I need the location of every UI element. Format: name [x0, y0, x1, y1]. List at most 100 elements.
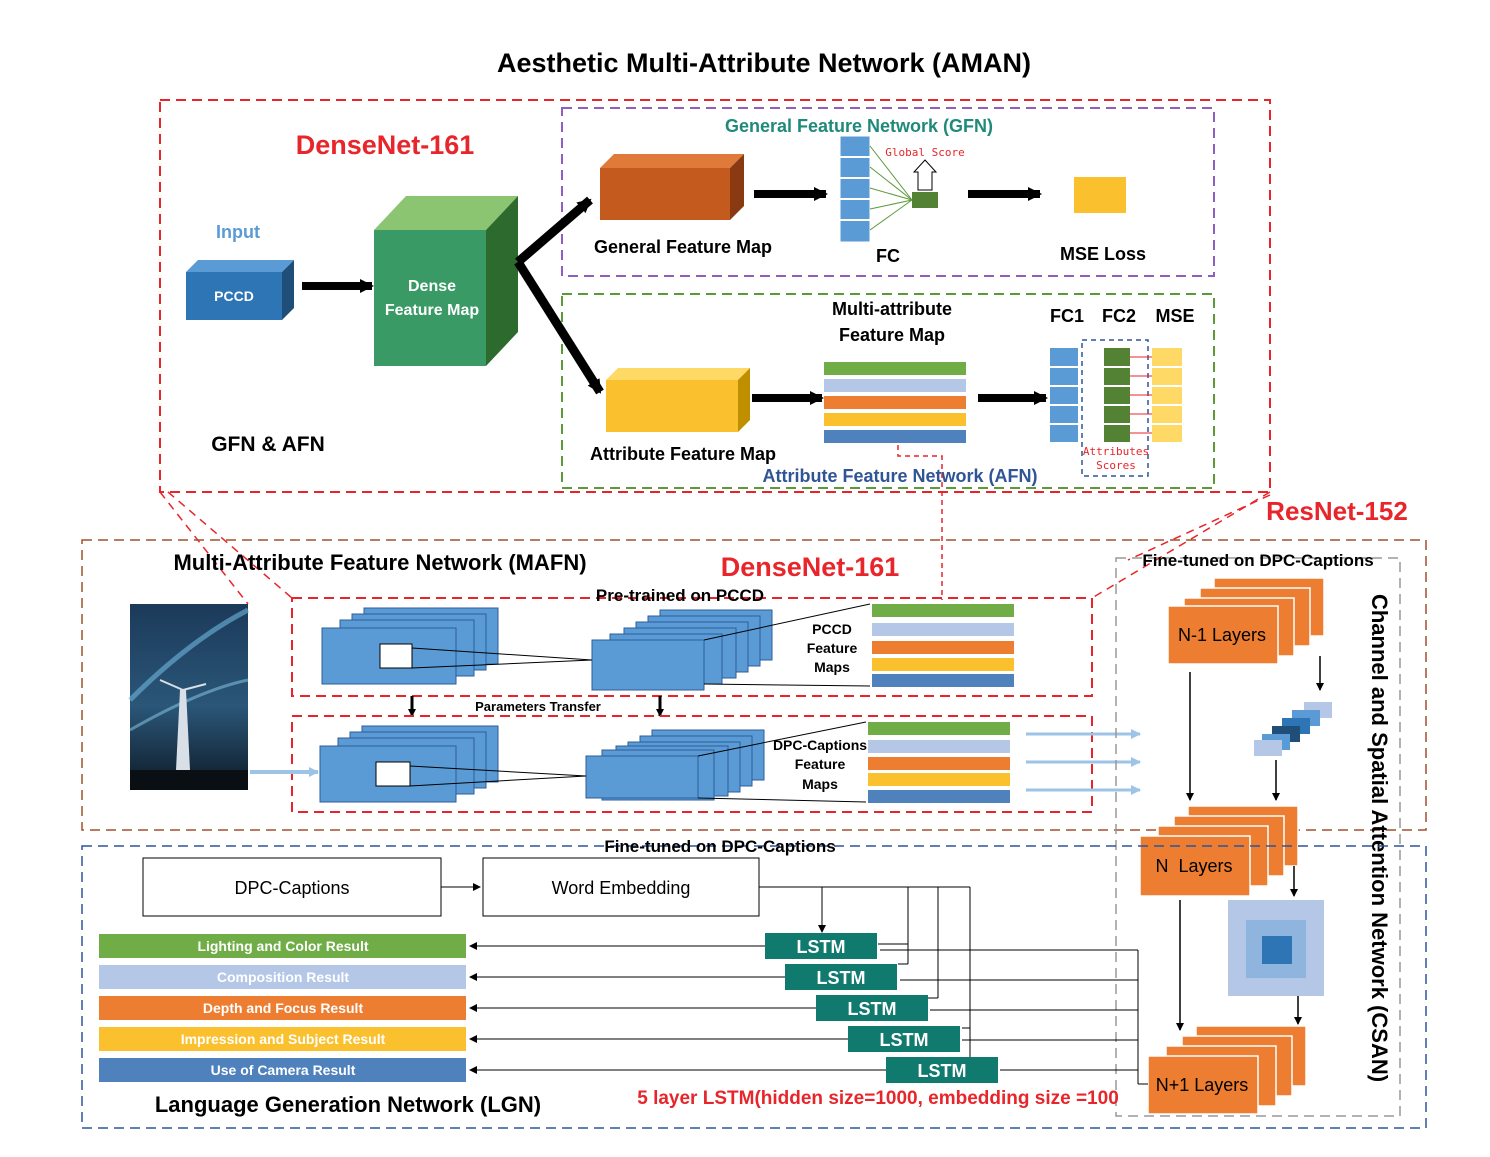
- dpc-feature-border: [291, 715, 1093, 813]
- global-score-label: Global Score: [885, 146, 964, 159]
- dpc-maps-line2: Feature: [795, 756, 846, 772]
- arrow-dense-to-gfn: [515, 196, 593, 266]
- csan-title: Channel and Spatial Attention Network (C…: [1367, 594, 1392, 1082]
- multi-attribute-line1: Multi-attribute: [832, 299, 952, 319]
- csan-backbone-label: ResNet-152: [1266, 496, 1408, 526]
- mafn-border: [81, 539, 1427, 831]
- zoom-line-right-a: [1091, 491, 1271, 599]
- result-bar-3: [99, 996, 466, 1020]
- csan-finetuned-label: Fine-tuned on DPC-Captions: [1142, 551, 1373, 570]
- attributes-scores-line2: Scores: [1096, 459, 1136, 472]
- result-label-5: Use of Camera Result: [211, 1062, 356, 1078]
- gfn-fc-label: FC: [876, 246, 900, 266]
- lstm-label-5: LSTM: [918, 1061, 967, 1081]
- dense-label-line1: Dense: [408, 278, 456, 295]
- pretrained-label: Pre-trained on PCCD: [596, 586, 764, 605]
- csan-border: [1115, 557, 1401, 1117]
- result-label-4: Impression and Subject Result: [181, 1031, 386, 1047]
- gfn-border: [561, 107, 1215, 277]
- parameters-transfer-label: Parameters Transfer: [475, 699, 601, 714]
- multi-attribute-feature-stack: [824, 362, 966, 443]
- pccd-maps-line1: PCCD: [812, 621, 852, 637]
- gfn-title: General Feature Network (GFN): [725, 116, 993, 136]
- lstm-cell-5: [886, 1057, 998, 1083]
- lstm-label-3: LSTM: [848, 999, 897, 1019]
- dpc-feature-stack: [409, 721, 867, 803]
- lstm-label-1: LSTM: [797, 937, 846, 957]
- lgn-title: Language Generation Network (LGN): [155, 1092, 541, 1117]
- afn-to-mafn-connector: [897, 445, 943, 600]
- mafn-title: Multi-Attribute Feature Network (MAFN): [173, 550, 586, 575]
- pccd-feature-maps-stack: [872, 604, 1014, 687]
- spatial-attention-block: [1228, 900, 1324, 996]
- general-feature-map-cube: [600, 154, 744, 220]
- lstm-config-label: 5 layer LSTM(hidden size=1000, embedding…: [637, 1088, 1119, 1109]
- embedding-distribution-lines: [759, 886, 971, 1060]
- result-bar-2: [99, 965, 466, 989]
- result-bar-4: [99, 1027, 466, 1051]
- pretrained-input-stack: [321, 607, 499, 685]
- attribute-feature-map-label: Attribute Feature Map: [590, 444, 776, 464]
- dpc-captions-box: [142, 857, 442, 917]
- layers-n-stack: [1139, 805, 1299, 897]
- dpc-captions-box-label: DPC-Captions: [234, 878, 349, 898]
- diagram-title: Aesthetic Multi-Attribute Network (AMAN): [497, 48, 1031, 78]
- dpc-maps-line1: DPC-Captions: [773, 737, 867, 753]
- layers-next-stack: [1147, 1025, 1307, 1115]
- lstm-label-2: LSTM: [817, 968, 866, 988]
- fc2-label: FC2: [1102, 306, 1136, 326]
- dpc-maps-line3: Maps: [802, 776, 838, 792]
- top-region-border: [159, 99, 1271, 493]
- pretrained-border: [291, 597, 1093, 697]
- lstm-cell-3: [816, 995, 928, 1021]
- mse-loss-label: MSE Loss: [1060, 244, 1146, 264]
- mse-loss-box: [1074, 177, 1126, 213]
- general-feature-map-label: General Feature Map: [594, 237, 772, 257]
- layers-prev-stack: [1167, 577, 1325, 665]
- pretrained-feature-stack: [411, 603, 871, 691]
- dense-label-line2: Feature Map: [385, 302, 479, 319]
- channel-attention-blocks: [1254, 702, 1332, 756]
- dpc-feature-maps-stack: [868, 722, 1010, 803]
- pccd-input-cube: [186, 260, 294, 320]
- zoom-line-right-b: [1127, 494, 1271, 561]
- pccd-input-label: PCCD: [214, 288, 254, 304]
- csan-to-lstm-lines: [880, 949, 1148, 1085]
- afn-title: Attribute Feature Network (AFN): [762, 466, 1037, 486]
- afn-fc-layers: [1050, 339, 1182, 477]
- layers-n-label: N Layers: [1155, 856, 1232, 876]
- word-embedding-box: [482, 857, 760, 917]
- pccd-maps-line3: Maps: [814, 659, 850, 675]
- lstm-cell-2: [785, 964, 897, 990]
- result-bar-5: [99, 1058, 466, 1082]
- result-bar-1: [99, 934, 466, 958]
- mafn-backbone-label: DenseNet-161: [721, 552, 900, 582]
- zoom-line-left-a: [159, 491, 249, 605]
- lstm-cell-4: [848, 1026, 960, 1052]
- gfn-fc-column: [839, 135, 938, 243]
- pccd-maps-line2: Feature: [807, 640, 858, 656]
- result-label-3: Depth and Focus Result: [203, 1000, 364, 1016]
- attribute-feature-map-cube: [606, 368, 750, 432]
- afn-border: [561, 293, 1215, 489]
- arrow-dense-to-afn: [514, 259, 604, 395]
- gfn-afn-section-label: GFN & AFN: [211, 433, 325, 456]
- multi-attribute-line2: Feature Map: [839, 325, 945, 345]
- result-label-2: Composition Result: [217, 969, 350, 985]
- dense-feature-map-cube: [374, 196, 518, 366]
- input-photo: [128, 604, 250, 790]
- afn-mse-label: MSE: [1155, 306, 1194, 326]
- word-embedding-box-label: Word Embedding: [552, 878, 691, 898]
- lstm-label-4: LSTM: [880, 1030, 929, 1050]
- lstm-cell-1: [765, 933, 877, 959]
- layers-prev-label: N-1 Layers: [1178, 625, 1266, 645]
- lstm-to-result-arrows: [469, 942, 886, 1074]
- layers-next-label: N+1 Layers: [1156, 1075, 1249, 1095]
- fc1-label: FC1: [1050, 306, 1084, 326]
- result-label-1: Lighting and Color Result: [197, 938, 368, 954]
- lstm-stack: [765, 933, 998, 1083]
- input-label: Input: [216, 222, 260, 242]
- lgn-finetuned-label: Fine-tuned on DPC-Captions: [604, 837, 835, 856]
- dpc-input-stack: [319, 725, 499, 803]
